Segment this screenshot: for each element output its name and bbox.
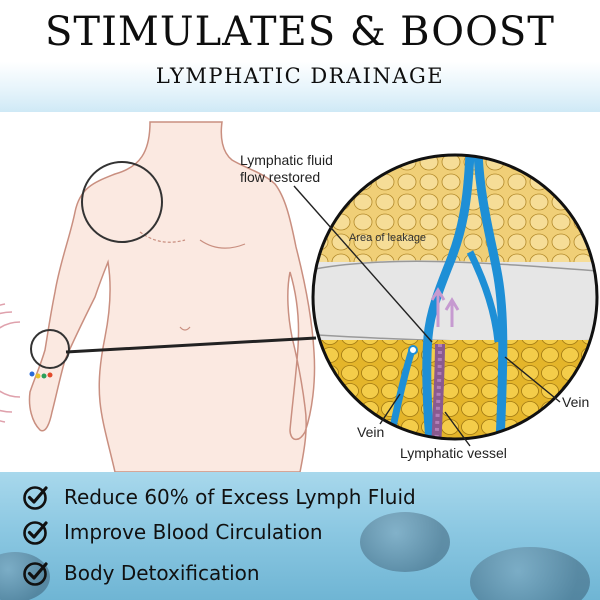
connector-line (65, 336, 317, 354)
shoulder-highlight (81, 161, 163, 243)
check-circle-icon (23, 521, 48, 545)
lymphatic-illustration: Lymphatic fluid flow restored Area of le… (0, 112, 600, 472)
header-banner: STIMULATES & BOOST LYMPHATIC DRAINAGE (0, 0, 600, 112)
decorative-stone (470, 547, 590, 600)
benefit-text: Reduce 60% of Excess Lymph Fluid (64, 485, 416, 509)
magnified-tissue (313, 155, 597, 439)
label-fluid-line1: Lymphatic fluid (240, 152, 333, 168)
benefit-text: Improve Blood Circulation (64, 520, 323, 544)
wrist-highlight (30, 329, 70, 369)
label-fluid-line2: flow restored (240, 169, 321, 185)
benefit-item: Improve Blood Circulation (22, 515, 323, 549)
decorative-stone (360, 512, 450, 572)
label-fluid-flow: Lymphatic fluid flow restored (240, 152, 333, 186)
check-circle-icon (23, 562, 48, 586)
body-diagram (0, 121, 599, 472)
body-figure (28, 121, 316, 472)
page-subtitle: LYMPHATIC DRAINAGE (155, 64, 445, 88)
check-circle-icon (23, 486, 48, 510)
pulse-rings (0, 303, 21, 423)
magnifier-ring (311, 153, 599, 441)
benefit-text: Body Detoxification (64, 561, 260, 585)
page-title: STIMULATES & BOOST (45, 9, 555, 55)
benefit-item: Reduce 60% of Excess Lymph Fluid (22, 480, 416, 514)
label-lymphatic-vessel: Lymphatic vessel (400, 445, 507, 461)
label-area-of-leakage: Area of leakage (349, 232, 427, 244)
label-vein-left: Vein (357, 424, 385, 440)
label-vein-right: Vein (562, 394, 590, 410)
bracelet-icon (29, 371, 53, 379)
benefits-panel: Reduce 60% of Excess Lymph Fluid Improve… (0, 472, 600, 600)
benefit-item: Body Detoxification (22, 556, 260, 590)
callout-lines (293, 185, 561, 447)
